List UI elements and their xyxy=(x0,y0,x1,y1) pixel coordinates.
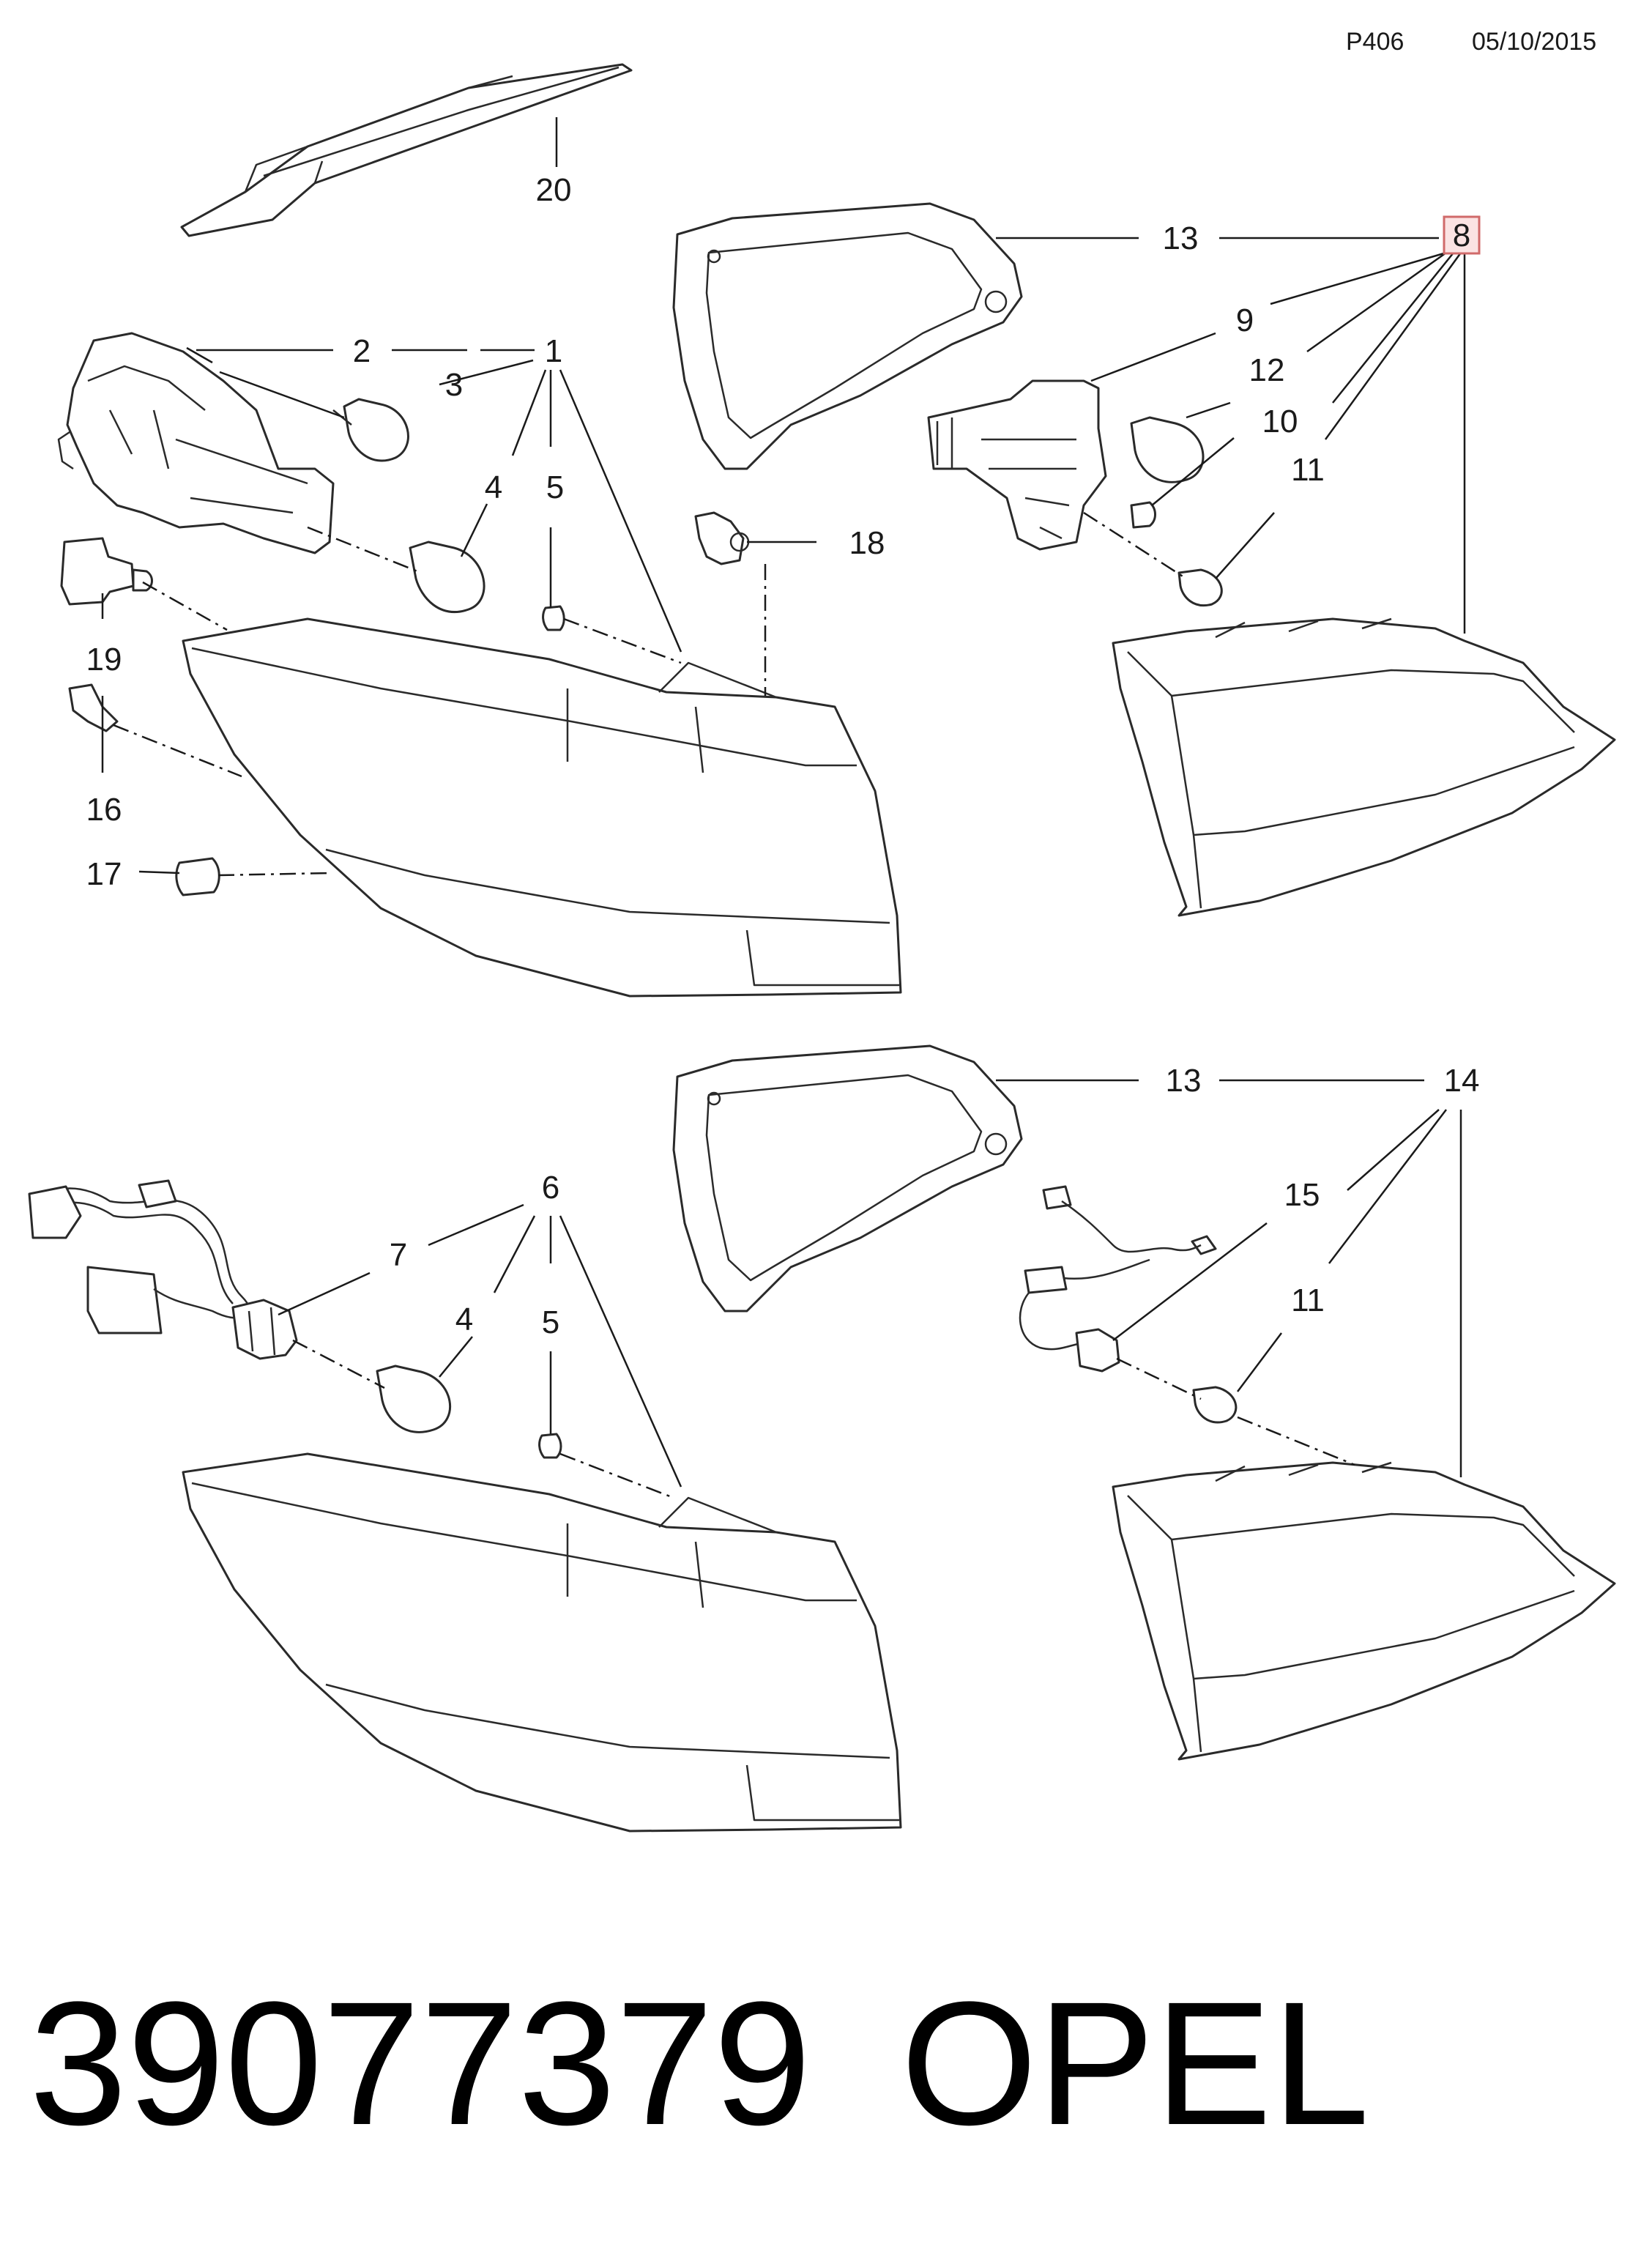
brand-name: OPEL xyxy=(901,1965,1369,2161)
part-number: 39077379 xyxy=(29,1965,811,2161)
part-13-gasket-upper xyxy=(672,202,1023,470)
callout-17: 17 xyxy=(86,856,122,892)
callout-5-upper: 5 xyxy=(546,469,564,505)
callout-2: 2 xyxy=(353,333,371,369)
tail-lamp-outer-lower xyxy=(182,1452,902,1833)
callout-16: 16 xyxy=(86,792,122,828)
part-8-bulb-carrier xyxy=(927,379,1107,551)
assembly-lines xyxy=(113,511,1355,1499)
part-11-bulb-lower xyxy=(1192,1386,1238,1424)
callout-5-lower: 5 xyxy=(542,1304,559,1340)
callout-20: 20 xyxy=(536,172,572,208)
part-4-bulb-lower xyxy=(376,1365,452,1433)
diagram-code: P406 xyxy=(1346,28,1404,56)
part-16-clip xyxy=(68,683,119,732)
part-3-bulb xyxy=(332,398,409,462)
callout-13-lower: 13 xyxy=(1166,1063,1202,1099)
part-6-wiring-harness xyxy=(28,1179,264,1349)
callout-18: 18 xyxy=(849,525,885,561)
callout-10: 10 xyxy=(1262,404,1298,439)
part-5-clip-lower xyxy=(538,1433,562,1459)
callout-14: 14 xyxy=(1444,1063,1480,1099)
leader-lines xyxy=(101,237,1466,1488)
callout-11-lower: 11 xyxy=(1291,1282,1325,1318)
callout-8: 8 xyxy=(1453,218,1470,253)
callout-1: 1 xyxy=(545,333,562,369)
part-15-harness xyxy=(1019,1185,1217,1373)
callout-8-highlight xyxy=(1443,215,1481,255)
callout-3: 3 xyxy=(445,367,463,403)
part-17-plug xyxy=(175,857,220,896)
callout-15: 15 xyxy=(1284,1177,1320,1213)
part-20-strip xyxy=(180,63,633,237)
part-11-bulb-upper xyxy=(1177,568,1223,607)
tail-lamp-outer-upper xyxy=(182,617,902,998)
part-19-socket xyxy=(60,537,153,606)
part-13-gasket-lower xyxy=(672,1044,1023,1312)
callout-4-upper: 4 xyxy=(485,469,502,505)
part-10-bulb xyxy=(1130,501,1156,529)
part-4-bulb-upper xyxy=(409,541,485,613)
part-9-bulb xyxy=(1130,416,1205,483)
callout-13-upper: 13 xyxy=(1163,220,1199,256)
callout-11-upper: 11 xyxy=(1291,452,1325,488)
tail-lamp-inner-upper xyxy=(1112,617,1616,917)
callout-4-lower: 4 xyxy=(455,1302,473,1337)
part-18-nut xyxy=(694,511,750,565)
callout-19: 19 xyxy=(86,642,122,677)
callout-12: 12 xyxy=(1249,352,1285,388)
callout-7: 7 xyxy=(390,1237,407,1273)
part-1-bulb-holder xyxy=(57,332,335,554)
callout-9: 9 xyxy=(1236,302,1254,338)
tail-lamp-inner-lower xyxy=(1112,1461,1616,1761)
part-7-socket xyxy=(231,1299,298,1360)
part-5-clip-upper xyxy=(542,605,565,631)
callout-6: 6 xyxy=(542,1170,559,1206)
diagram-date: 05/10/2015 xyxy=(1472,28,1596,56)
